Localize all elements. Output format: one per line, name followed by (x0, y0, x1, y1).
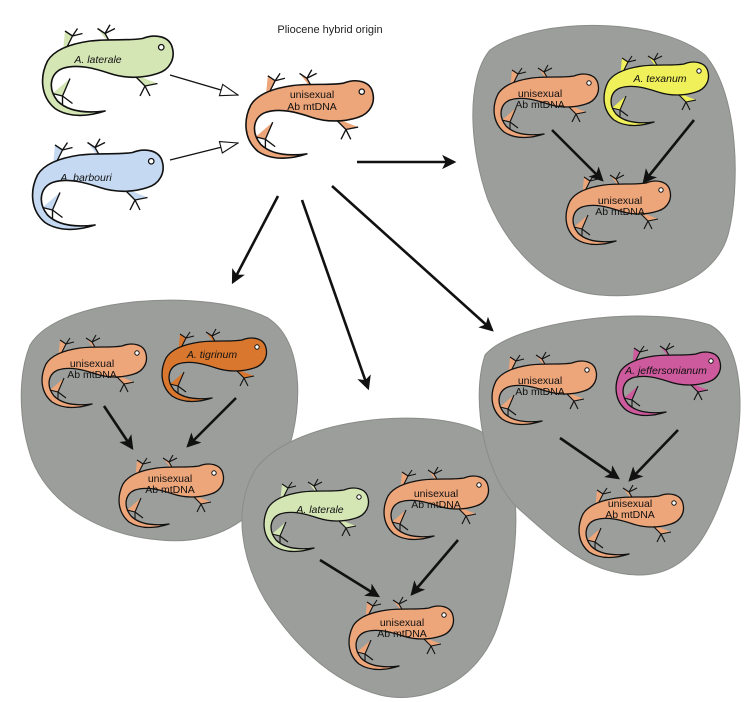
salamander-laterale-parent (41, 23, 174, 117)
label-mtdna: Ab mtDNA (515, 99, 565, 111)
label-mtdna: Ab mtDNA (145, 484, 195, 496)
diagram-title: Pliocene hybrid origin (277, 24, 382, 36)
species-label-jeffersonianum: A. jeffersonianum (624, 365, 707, 377)
merge-arrow (559, 436, 620, 480)
merge-arrow (410, 539, 459, 596)
merge-arrow (642, 119, 696, 184)
species-label-texanum: A. texanum (632, 73, 686, 85)
label-mtdna: Ab mtDNA (287, 101, 337, 113)
label-unisexual: unisexual (70, 358, 114, 370)
merge-arrow (551, 129, 604, 182)
label-unisexual: unisexual (518, 88, 562, 100)
label-unisexual: unisexual (608, 498, 652, 510)
arrow-origin-to-tigrinum-lineage (231, 195, 280, 285)
salamander-unisexual-ancestor (245, 68, 375, 159)
label-unisexual: unisexual (518, 375, 562, 387)
salamander-icon (31, 137, 164, 231)
lineage-merge-arrows (102, 119, 696, 598)
arrow-laterale-to-origin (169, 74, 238, 95)
label-unisexual: unisexual (290, 89, 334, 101)
label-mtdna: Ab mtDNA (605, 509, 655, 521)
species-label-laterale: A. laterale (73, 54, 121, 66)
salamander-barbouri-parent (31, 137, 164, 231)
label-unisexual: unisexual (598, 195, 642, 207)
arrow-origin-to-jeffersonianum-lineage (331, 185, 494, 332)
species-label-barbouri: A. barbouri (59, 172, 112, 184)
lineage-blob-laterale (241, 417, 517, 698)
label-unisexual: unisexual (148, 473, 192, 485)
merge-arrow (186, 397, 237, 448)
label-mtdna: Ab mtDNA (515, 386, 565, 398)
label-mtdna: Ab mtDNA (67, 369, 117, 381)
label-unisexual: unisexual (380, 617, 424, 629)
salamander-icon (41, 23, 174, 117)
label-unisexual: unisexual (414, 488, 458, 500)
label-mtdna: Ab mtDNA (411, 499, 461, 511)
label-mtdna: Ab mtDNA (595, 206, 645, 218)
arrow-origin-to-laterale-lineage (300, 199, 371, 391)
merge-arrow (319, 558, 381, 598)
hybrid-origin-arrows (169, 74, 494, 391)
merge-arrow (102, 405, 134, 450)
species-label-tigrinum: A. tigrinum (186, 349, 237, 361)
salamander-icon (245, 68, 375, 159)
label-mtdna: Ab mtDNA (377, 628, 427, 640)
merge-arrow (628, 429, 679, 482)
species-label-laterale-lineage: A. laterale (295, 504, 343, 516)
arrow-barbouri-to-origin (169, 143, 238, 161)
